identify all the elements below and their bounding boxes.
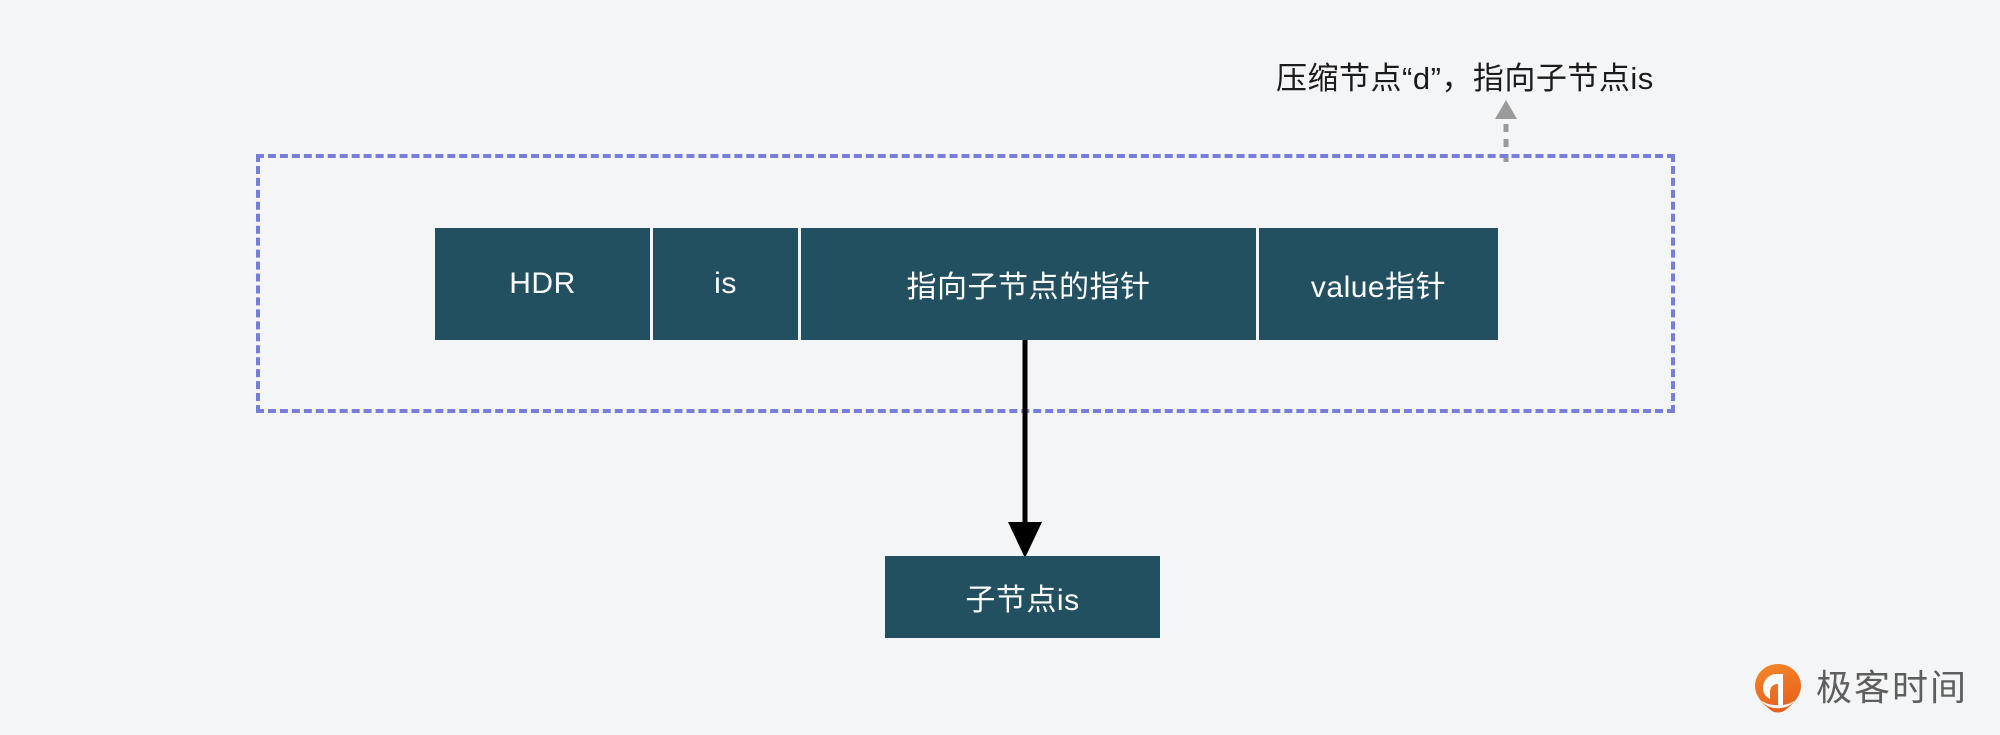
down-arrow-icon [1008,340,1042,558]
watermark-text: 极客时间 [1816,667,1969,708]
node-cell-value-pointer: value指针 [1259,228,1498,340]
node-cell-child-pointer: 指向子节点的指针 [801,228,1256,340]
compressed-node-row: HDR is 指向子节点的指针 value指针 [435,228,1498,340]
geekbang-logo-icon [1755,664,1801,713]
annotation-label: 压缩节点“d”，指向子节点is [1276,61,1654,96]
watermark: 极客时间 [1752,662,1968,714]
compressed-node-group [256,154,1675,413]
dashed-up-arrow-icon [1495,100,1517,162]
child-node-box: 子节点is [885,556,1160,638]
node-cell-is: is [653,228,798,340]
node-cell-hdr: HDR [435,228,650,340]
